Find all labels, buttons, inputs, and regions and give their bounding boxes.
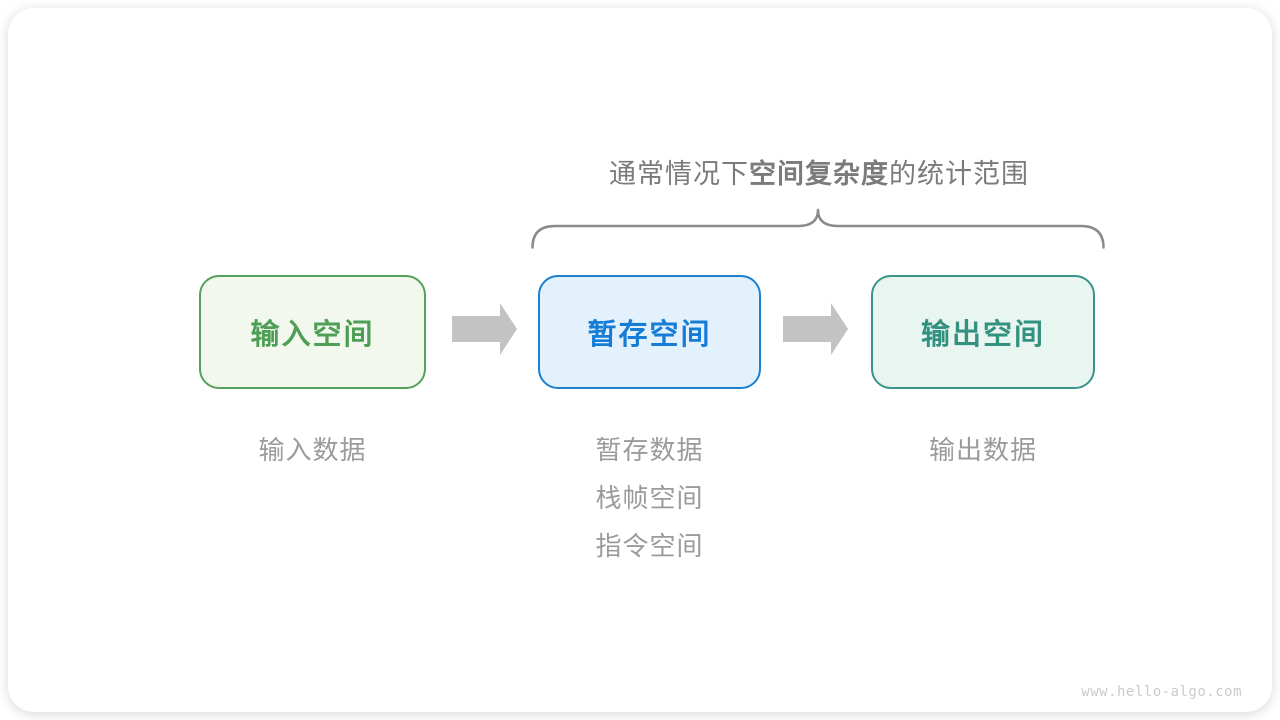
caption-output-data: 输出数据	[928, 435, 1037, 465]
scope-title-emphasis: 空间复杂度	[749, 159, 889, 189]
node-input-space: 输入空间	[199, 275, 426, 389]
node-input-space-label: 输入空间	[250, 319, 375, 351]
scope-title-prefix: 通常情况下	[609, 159, 749, 189]
scope-title-suffix: 的统计范围	[889, 159, 1029, 189]
scope-brace	[531, 208, 1105, 249]
node-output-space-label: 输出空间	[920, 319, 1045, 351]
caption-stack-frame-space: 栈帧空间	[595, 483, 704, 513]
caption-instruction-space: 指令空间	[595, 531, 704, 561]
arrow-right-icon	[783, 303, 848, 355]
node-output-space: 输出空间	[871, 275, 1095, 389]
caption-input-data: 输入数据	[258, 435, 367, 465]
diagram-card: 通常情况下空间复杂度的统计范围 输入空间 暂存空间 输出空间 输入数据 暂存数据…	[8, 8, 1272, 712]
arrow-right-icon	[452, 303, 517, 355]
caption-temp-data: 暂存数据	[595, 435, 704, 465]
node-temp-space-label: 暂存空间	[587, 319, 712, 351]
node-temp-space: 暂存空间	[538, 275, 761, 389]
site-watermark: www.hello-algo.com	[1081, 684, 1242, 700]
scope-title: 通常情况下空间复杂度的统计范围	[533, 152, 1105, 191]
